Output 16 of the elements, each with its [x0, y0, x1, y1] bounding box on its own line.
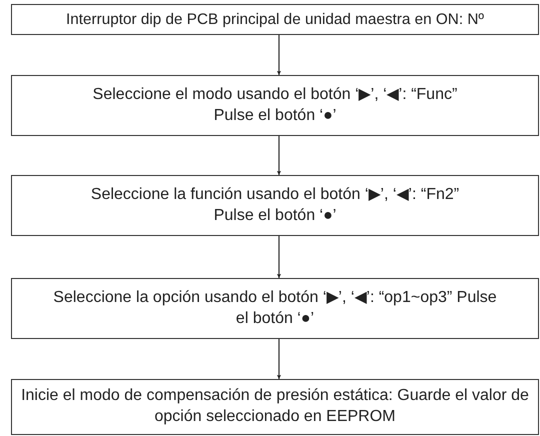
step-text: Pulse el botón ‘●’: [214, 206, 336, 226]
process-box: [11, 75, 539, 136]
step-text: Seleccione el modo usando el botón ‘▶’, ‘◀’: “Func”: [92, 84, 458, 105]
step-text: Seleccione la opción usando el botón ‘▶’, ‘◀’: “op1~op3” Pulse el botón ‘●’: [52, 288, 498, 328]
process-box: [11, 379, 539, 435]
process-box: [11, 278, 539, 339]
process-box: [11, 4, 539, 35]
arrow: [276, 35, 282, 75]
step-text: Inicie el modo de compensación de presión estática: Guarde el valor de opción seleccionado en EEPROM: [20, 386, 530, 427]
step-text: Pulse el botón ‘●’: [214, 106, 336, 126]
arrow: [276, 136, 282, 175]
arrow: [276, 339, 282, 379]
step-text: Interruptor dip de PCB principal de unidad maestra en ON: Nº: [66, 10, 484, 30]
arrow: [276, 236, 282, 278]
process-box: [11, 175, 539, 236]
step-text: Seleccione la función usando el botón ‘▶’, ‘◀’: “Fn2”: [90, 184, 460, 205]
